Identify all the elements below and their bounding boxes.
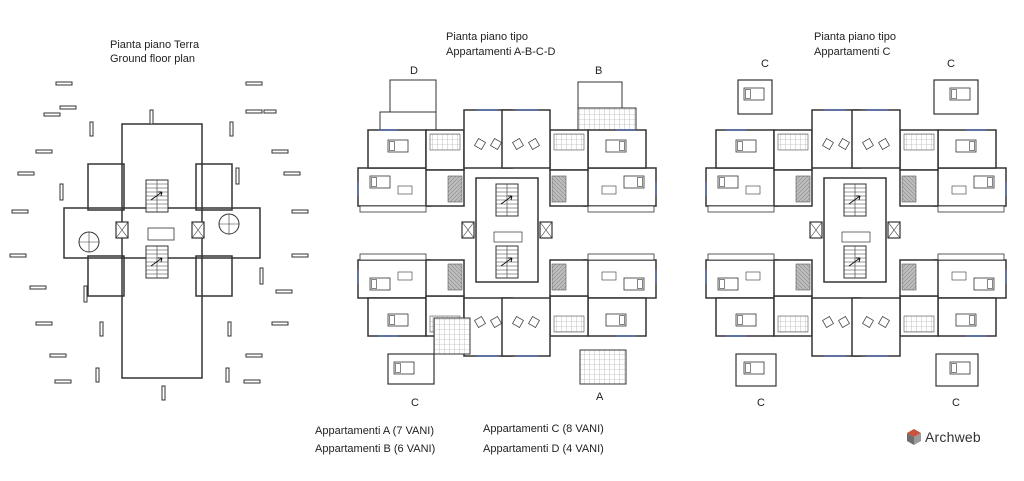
ground-floor-title-en: Ground floor plan bbox=[110, 53, 195, 65]
typical-floor-abcd-title: Pianta piano tipo bbox=[446, 31, 528, 43]
tag-c-top-left: C bbox=[761, 58, 769, 70]
tag-b: B bbox=[595, 65, 603, 77]
tag-c-abcd: C bbox=[411, 397, 419, 409]
tag-a: A bbox=[596, 391, 604, 403]
typical-floor-abcd-subtitle: Appartamenti A-B-C-D bbox=[446, 46, 556, 58]
tag-d: D bbox=[410, 65, 418, 77]
legend-c: Appartamenti C (8 VANI) bbox=[483, 423, 604, 435]
ground-floor-title-it: Pianta piano Terra bbox=[110, 39, 200, 51]
archweb-logo: Archweb bbox=[906, 428, 981, 446]
typical-floor-c-title: Pianta piano tipo bbox=[814, 31, 896, 43]
ground-floor-plan bbox=[9, 81, 309, 401]
typical-floor-c-subtitle: Appartamenti C bbox=[814, 46, 891, 58]
legend-a: Appartamenti A (7 VANI) bbox=[315, 425, 435, 437]
tag-c-top-right: C bbox=[947, 58, 955, 70]
typical-floor-c-plan bbox=[706, 79, 1006, 387]
legend-b: Appartamenti B (6 VANI) bbox=[315, 443, 436, 455]
tag-c-bottom-left: C bbox=[757, 397, 765, 409]
typical-floor-abcd-plan bbox=[358, 79, 656, 385]
brand-name: Archweb bbox=[925, 429, 981, 445]
legend-d: Appartamenti D (4 VANI) bbox=[483, 443, 604, 455]
tag-c-bottom-right: C bbox=[952, 397, 960, 409]
cube-icon bbox=[907, 429, 921, 445]
